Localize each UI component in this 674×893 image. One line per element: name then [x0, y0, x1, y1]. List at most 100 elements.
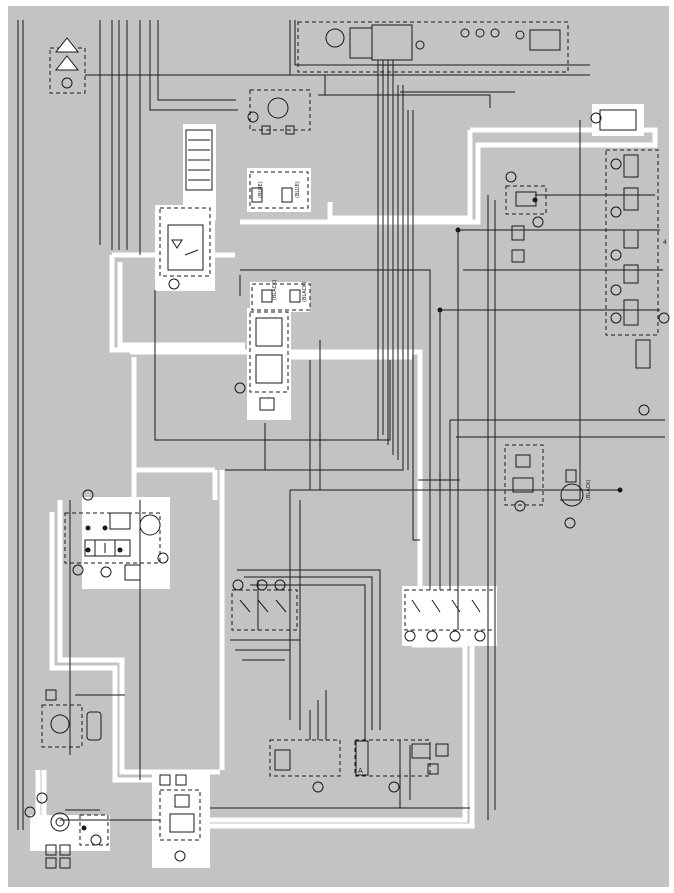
left-sensor-mini-icon	[45, 689, 57, 701]
dashed-box-right-small	[505, 185, 547, 215]
bottom-left-plug-3-icon	[45, 857, 57, 869]
junction-dot	[81, 825, 87, 831]
right-conn-ref-4-icon	[610, 284, 622, 296]
alternator-inner-icon	[55, 817, 65, 827]
switch-mid-lower-icon	[255, 354, 283, 384]
junction-dot	[455, 227, 461, 233]
switch-mid-upper-icon	[255, 317, 283, 347]
fuel-pump-plug-icon	[565, 469, 577, 483]
junction-dot	[532, 197, 538, 203]
starter-ref-1-icon	[82, 489, 94, 501]
relay-ref-icon	[168, 278, 180, 290]
junction-dot	[117, 547, 123, 553]
dashed-box-top-connector	[297, 21, 569, 73]
horn-plug-1-icon	[261, 125, 271, 135]
component-symbols	[24, 24, 670, 869]
dashed-box-switch-mid	[249, 311, 289, 393]
starter-ref-2-icon	[157, 552, 169, 564]
panel-black-plugs	[250, 282, 310, 312]
ecu-ref-icon	[388, 781, 400, 793]
right-conn-4-icon	[623, 264, 639, 284]
diagram-labels: (BLUE) (BLUE) (BLACK) (BLACK) (BLACK) A …	[258, 181, 667, 775]
top-right-connector-icon	[529, 29, 561, 51]
ecu-plug-2-icon	[435, 743, 449, 757]
horn-ref-icon	[247, 111, 259, 123]
relay-bank-right-ref-3-icon	[449, 630, 461, 642]
ignition-ref-icon	[312, 781, 324, 793]
right-conn-ref-2-icon	[610, 206, 622, 218]
alternator-icon	[50, 812, 70, 832]
relay-bank-right-ref-2-icon	[426, 630, 438, 642]
panel-starter-group	[82, 497, 170, 589]
bottom-left-plug-1-icon	[45, 844, 57, 856]
junction-dot	[102, 525, 108, 531]
switch-mid-plug-icon	[259, 397, 275, 411]
top-lamp-3-icon	[475, 28, 485, 38]
relay-diode-icon	[171, 239, 183, 249]
right-conn-1-icon	[623, 154, 639, 178]
relay-switch-icon	[184, 249, 199, 256]
dashed-box-relay-unit	[159, 207, 211, 277]
fuse-block-icon	[185, 129, 213, 191]
bottom-switch-plug-1-icon	[159, 774, 171, 786]
right-conn-2-icon	[623, 187, 639, 211]
starter-ref-3-icon	[100, 566, 112, 578]
top-lamp-4-icon	[490, 28, 500, 38]
sheet-panel	[8, 6, 669, 887]
dashed-box-horn	[249, 89, 311, 131]
lamp-symbol-icon	[61, 77, 73, 89]
left-sensor-icon	[50, 714, 70, 734]
right-conn-ref-1-icon	[610, 158, 622, 170]
starter-ref-4-icon	[72, 564, 84, 576]
dashed-box-relay-bank-left	[231, 589, 298, 631]
ecu-plug-icon	[411, 743, 431, 759]
ignition-plug-icon	[274, 749, 291, 771]
top-lamp-1-icon	[415, 40, 425, 50]
relay-bank-right-contacts	[411, 599, 481, 613]
switch-mid-ref-icon	[234, 382, 246, 394]
blue-plug-left-icon	[251, 187, 263, 203]
wiring-lines	[17, 20, 665, 830]
right-edge-ref-icon	[638, 404, 650, 416]
component-panels	[30, 104, 644, 868]
relay-bank-right-ref-4-icon	[474, 630, 486, 642]
top-right-switch-icon	[599, 109, 637, 131]
plug-label-blue-right: (BLUE)	[295, 181, 301, 198]
junction-dots	[81, 197, 623, 831]
black-plug-left-icon	[261, 289, 273, 303]
panel-bottom-switch	[152, 772, 210, 868]
dashed-box-relay-bank-right	[404, 589, 496, 631]
fuel-pump-motor-icon	[560, 483, 584, 507]
relay-bank-left-ref-2-icon	[256, 579, 268, 591]
top-motor-icon	[325, 28, 345, 48]
left-ref-2-icon	[24, 806, 36, 818]
left-sensor-plug-icon	[86, 711, 102, 741]
dashed-box-blue-plugs	[249, 171, 309, 209]
relay-bank-right-ref-1-icon	[404, 630, 416, 642]
dashed-box-ignition	[269, 739, 341, 777]
fuse-block-lines	[188, 139, 210, 181]
right-conn-3-icon	[623, 229, 639, 249]
relay-bank-left-ref-3-icon	[274, 579, 286, 591]
dashed-box-left-sensor	[41, 704, 83, 748]
bottom-left-plug-4-icon	[59, 857, 71, 869]
right-small-plug-icon	[511, 225, 525, 241]
right-small-ref-2-icon	[532, 216, 544, 228]
highlight-routes	[35, 127, 658, 838]
relay-unit-icon	[167, 224, 204, 271]
panel-relay-unit	[155, 205, 215, 291]
right-small-plug-2-icon	[511, 249, 525, 263]
plug-label-blue-left: (BLUE)	[258, 181, 264, 198]
right-conn-5-icon	[623, 299, 639, 326]
right-small-ref-icon	[505, 171, 517, 183]
corner-mark: 4	[663, 239, 667, 246]
bottom-switch-plug-2-icon	[175, 774, 187, 786]
junction-dot	[617, 487, 623, 493]
panel-switch-mid	[247, 308, 291, 420]
bottom-left-ref-icon	[90, 834, 102, 846]
bottom-left-plug-2-icon	[59, 844, 71, 856]
relay-bank-left-ref-1-icon	[232, 579, 244, 591]
right-conn-ref-3-icon	[610, 249, 622, 261]
dashed-box-bottom-switch	[159, 789, 201, 841]
triangle-lamp-icon	[54, 37, 80, 53]
